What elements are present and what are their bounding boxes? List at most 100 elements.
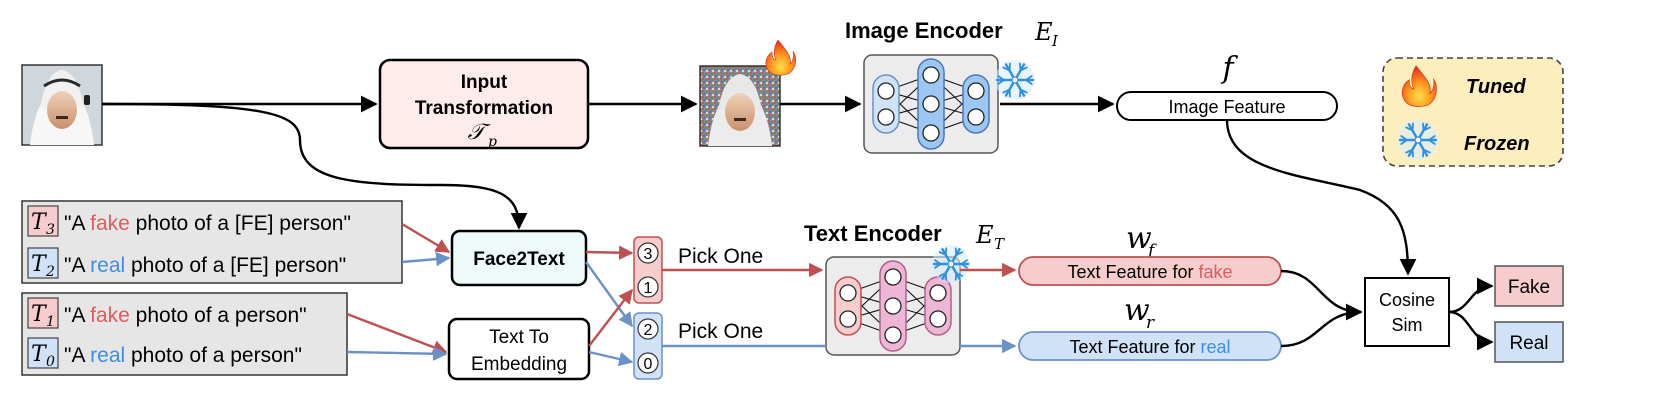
output-real-label: Real — [1509, 333, 1548, 354]
image-feature: f Image Feature — [1116, 51, 1338, 121]
snowflake-core — [947, 260, 955, 268]
cosine-line1: Cosine — [1379, 290, 1435, 310]
arrow-cosine-to-real — [1448, 310, 1494, 351]
pick-index: 3 — [644, 246, 653, 263]
legend-frozen: Frozen — [1464, 133, 1530, 155]
snowflake-branch — [1019, 88, 1028, 94]
snowflake-branch — [1428, 139, 1436, 145]
nn-node — [839, 310, 857, 328]
snowflake-branch — [1002, 66, 1011, 72]
pick-group-fake: 3 1 — [633, 236, 663, 304]
legend-tuned: Tuned — [1466, 76, 1526, 98]
text-to-embedding-box: Text To Embedding — [447, 317, 591, 381]
pick-one-label-fake: Pick One — [678, 245, 763, 268]
prompt-quote: "A — [64, 212, 90, 235]
prompt-rest: photo of a person" — [125, 344, 302, 367]
snowflake-icon — [932, 245, 970, 283]
arrow-cosine-to-fake — [1448, 277, 1494, 314]
flame-icon — [765, 39, 797, 76]
nn-node — [967, 82, 985, 100]
snowflake-branch — [1025, 79, 1033, 85]
prompt-word: real — [90, 344, 125, 367]
pick-index: 0 — [644, 356, 653, 373]
nn-node — [929, 310, 947, 328]
image-encoder: Image Encoder E I — [845, 18, 1059, 154]
prompt-rest: photo of a [FE] person" — [125, 254, 346, 277]
text-feature-real-label: Text Feature for real — [1069, 337, 1230, 357]
neural-network-icon — [834, 260, 952, 352]
text-feature-prefix: Text Feature for — [1067, 262, 1198, 282]
nn-node — [967, 108, 985, 126]
prompt-quote: "A — [64, 344, 90, 367]
nn-node — [884, 297, 902, 315]
snowflake-branch — [1400, 139, 1408, 145]
prompt-subscript: 2 — [45, 264, 55, 280]
snowflake-branch — [960, 259, 968, 265]
snowflake-branch — [1405, 148, 1414, 154]
prompt-quote: "A — [64, 304, 90, 327]
nn-node — [922, 124, 940, 142]
arrow-t0-to-embedding — [346, 346, 448, 361]
snowflake-branch — [1025, 75, 1033, 81]
text-feature-word-real: real — [1201, 337, 1231, 357]
prompt-rest: photo of a person" — [130, 304, 307, 327]
pick-index: 2 — [644, 322, 653, 339]
nn-node — [929, 284, 947, 302]
prompt-index-box — [27, 337, 59, 369]
prompt-word: fake — [90, 212, 130, 235]
snowflake-branch — [1002, 88, 1011, 94]
cosine-line2: Sim — [1392, 315, 1423, 335]
snowflake-branch — [1422, 148, 1425, 158]
prompt-index-box — [27, 247, 59, 279]
arrow-face2text-to-pick3 — [585, 245, 634, 260]
text-feature-real-subscript: r — [1146, 313, 1155, 333]
prompt-index-box — [27, 205, 59, 237]
snowflake-branch — [938, 272, 947, 277]
face2text-label: Face2Text — [473, 249, 565, 270]
arrow-t1-to-embedding — [346, 312, 448, 355]
snowflake-branch — [954, 247, 958, 256]
arrow-real-feature-to-cosine — [1280, 310, 1362, 348]
output-real: Real — [1494, 321, 1564, 363]
text-encoder-label: Text Encoder — [804, 221, 942, 246]
input-transformation-subscript: p — [488, 134, 497, 150]
neural-network-icon — [872, 58, 990, 150]
text-encoder-subscript: T — [994, 235, 1005, 253]
arrow-fake-feature-to-cosine — [1280, 269, 1363, 321]
arrow-t3-to-face2text — [401, 222, 451, 254]
arrow-image-feature-to-cosine — [1225, 119, 1417, 276]
snowflake-branch — [1428, 135, 1436, 141]
prompt-quote: "A — [64, 254, 90, 277]
snowflake-branch — [1008, 88, 1011, 98]
arrow-embedding-to-pick1 — [588, 288, 633, 347]
text-encoder-symbol: E — [975, 221, 994, 249]
snowflake-branch — [955, 251, 964, 256]
text-feature-fake-symbol: w — [1126, 221, 1152, 256]
noisy-face-photo — [699, 65, 781, 147]
text-encoder: Text Encoder E T — [804, 221, 1005, 356]
snowflake-branch — [1411, 148, 1414, 158]
arrow-face-to-face2text — [101, 102, 528, 230]
text-feature-fake-label: Text Feature for fake — [1067, 262, 1232, 282]
snowflake-branch — [997, 75, 1005, 81]
nn-node — [884, 268, 902, 286]
snowflake-branch — [944, 247, 948, 256]
text-to-embedding-line1: Text To — [489, 327, 549, 348]
legend-snowflake-icon — [1398, 120, 1438, 160]
prompt-text: "A fake photo of a person" — [64, 304, 307, 327]
snowflake-branch — [955, 272, 964, 277]
nn-node — [877, 108, 895, 126]
image-encoder-symbol: E — [1034, 18, 1053, 46]
face-photo — [21, 64, 103, 146]
text-feature-prefix: Text Feature for — [1069, 337, 1200, 357]
output-fake: Fake — [1494, 265, 1564, 307]
image-feature-symbol: f — [1220, 51, 1238, 86]
cosine-sim-box: Cosine Sim — [1364, 277, 1450, 347]
prompt-subscript: 3 — [46, 222, 55, 238]
